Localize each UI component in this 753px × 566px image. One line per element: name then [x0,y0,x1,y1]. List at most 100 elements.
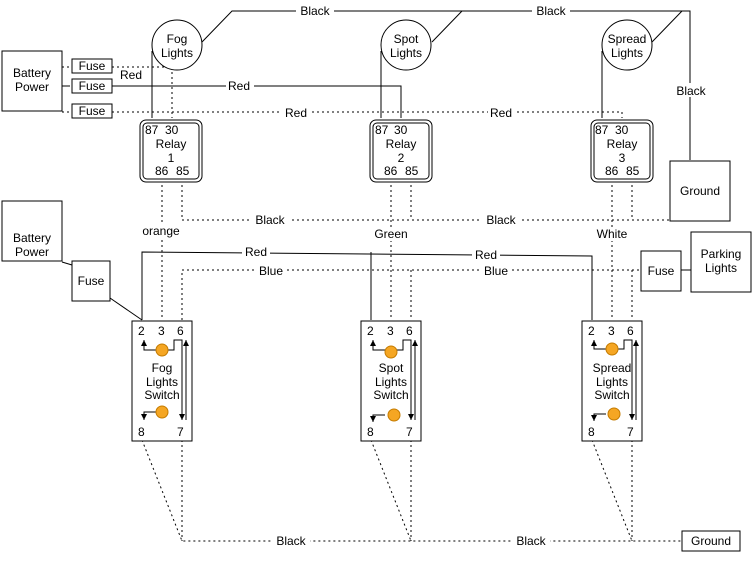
label-black-right: Black [676,84,706,98]
relay-3: 87 30 Relay 3 86 85 [590,119,654,183]
relay-fuse-1-label: Fuse [79,59,106,73]
spread-switch-arrows [591,339,639,421]
parking-lights-line1: Parking [701,247,742,261]
label-red-2: Red [228,79,250,93]
fog-switch-line2: Lights [146,375,178,389]
ground-top-label: Ground [680,184,720,198]
red-wire-switch [141,251,593,320]
relay-1-pin-85: 85 [176,164,190,178]
label-black-mid-1: Black [255,213,285,227]
label-red-3: Red [285,106,307,120]
ground-8-2 [370,439,412,542]
battery-to-fuse-wire [61,261,73,266]
relay-2-pin-30: 30 [394,123,408,137]
switch-fuse: Fuse [71,260,111,302]
relay-1-pin-87: 87 [145,123,159,137]
label-green: Green [374,227,407,241]
fog-switch-pin-6: 6 [177,324,184,338]
battery-bottom-line2: Power [15,245,49,259]
fog-switch-lamp-bottom [155,405,169,419]
fog-lights-line2: Lights [161,46,193,60]
spot-lights-line1: Spot [394,32,419,46]
spot-switch-pin-3: 3 [387,324,394,338]
fog-switch-pin-7: 7 [177,425,184,439]
spot-switch-line1: Spot [379,361,404,375]
label-red-6: Red [475,248,497,262]
label-orange: orange [142,224,180,238]
spread-lights: Spread Lights [601,19,653,71]
label-white: White [597,227,628,241]
battery-power-top: Battery Power [1,50,63,112]
red-wire-dotted-3 [112,111,623,118]
fog-lights-switch: 2 3 6 Fog Lights Switch 8 7 [131,320,193,442]
relay-1-name: Relay [156,137,187,151]
relay-1-pin-86: 86 [155,164,169,178]
parking-fuse: Fuse [640,250,682,292]
spread-switch-line3: Switch [594,388,629,402]
spot-lights: Spot Lights [380,19,432,71]
spot-switch-pin-8: 8 [367,425,374,439]
parking-lights: Parking Lights [690,231,752,293]
relay-fuse-2: Fuse [71,78,113,94]
relay-3-name: Relay [607,137,638,151]
spread-switch-pin-3: 3 [608,324,615,338]
label-black-bottom-2: Black [516,534,546,548]
spot-switch-pin-6: 6 [406,324,413,338]
black-wire-spot-branch [431,10,463,43]
fog-switch-lamp-top [155,343,169,357]
label-black-top-2: Black [536,4,566,18]
label-black-top-1: Black [300,4,330,18]
switch-fuse-label: Fuse [78,274,105,288]
parking-fuse-label: Fuse [648,264,675,278]
relay-fuse-3-label: Fuse [79,104,106,118]
fog-switch-pin-3: 3 [158,324,165,338]
fuse-to-switch-wire [109,297,143,321]
ground-top: Ground [669,160,731,222]
label-blue-1: Blue [259,264,283,278]
label-red-5: Red [245,245,267,259]
spread-switch-pin-2: 2 [588,324,595,338]
spread-switch-lamp-top [605,342,619,356]
black-wire-spread-branch [651,10,683,43]
fog-lights: Fog Lights [151,19,203,71]
relay-fuse-1: Fuse [71,58,113,74]
spread-switch-line2: Lights [596,375,628,389]
relay-2-number: 2 [398,151,405,165]
ground-bottom-label: Ground [691,534,731,548]
spread-lights-line2: Lights [611,46,643,60]
spot-switch-line2: Lights [375,375,407,389]
fog-switch-pin-2: 2 [138,324,145,338]
spread-switch-pin-7: 7 [627,425,634,439]
spot-switch-lamp-bottom [387,408,401,422]
spot-lights-line2: Lights [390,46,422,60]
relay-1-number: 1 [168,151,175,165]
battery-power-bottom: Battery Power [1,200,63,262]
relay-3-pin-86: 86 [605,164,619,178]
red-wire-solid [112,85,402,118]
relay-fuse-3: Fuse [71,103,113,119]
label-blue-2: Blue [484,264,508,278]
spot-switch-pin-7: 7 [406,425,413,439]
battery-top-line1: Battery [13,66,51,80]
label-black-bottom-1: Black [276,534,306,548]
spot-lights-switch: 2 3 6 Spot Lights Switch 8 7 [360,320,422,442]
black-wire-bottom [141,439,682,542]
fog-lights-line1: Fog [167,32,188,46]
battery-top-line2: Power [15,80,49,94]
spot-switch-lamp-top [384,345,398,359]
fog-switch-arrows [141,339,189,420]
spread-lights-switch: 2 3 6 Spread Lights Switch 8 7 [581,320,643,442]
blue-wire [181,269,633,320]
relay-3-pin-85: 85 [626,164,640,178]
wire-labels: Black Black Black Red Red Red Red Black … [117,4,710,548]
wires [61,10,691,542]
fog-switch-line1: Fog [152,361,173,375]
relay-3-pin-30: 30 [615,123,629,137]
relay-3-number: 3 [619,151,626,165]
battery-bottom-line1: Battery [13,231,51,245]
spread-switch-pin-8: 8 [588,425,595,439]
relay-1-pin-30: 30 [165,123,179,137]
parking-lights-line2: Lights [705,261,737,275]
label-red-4: Red [490,106,512,120]
